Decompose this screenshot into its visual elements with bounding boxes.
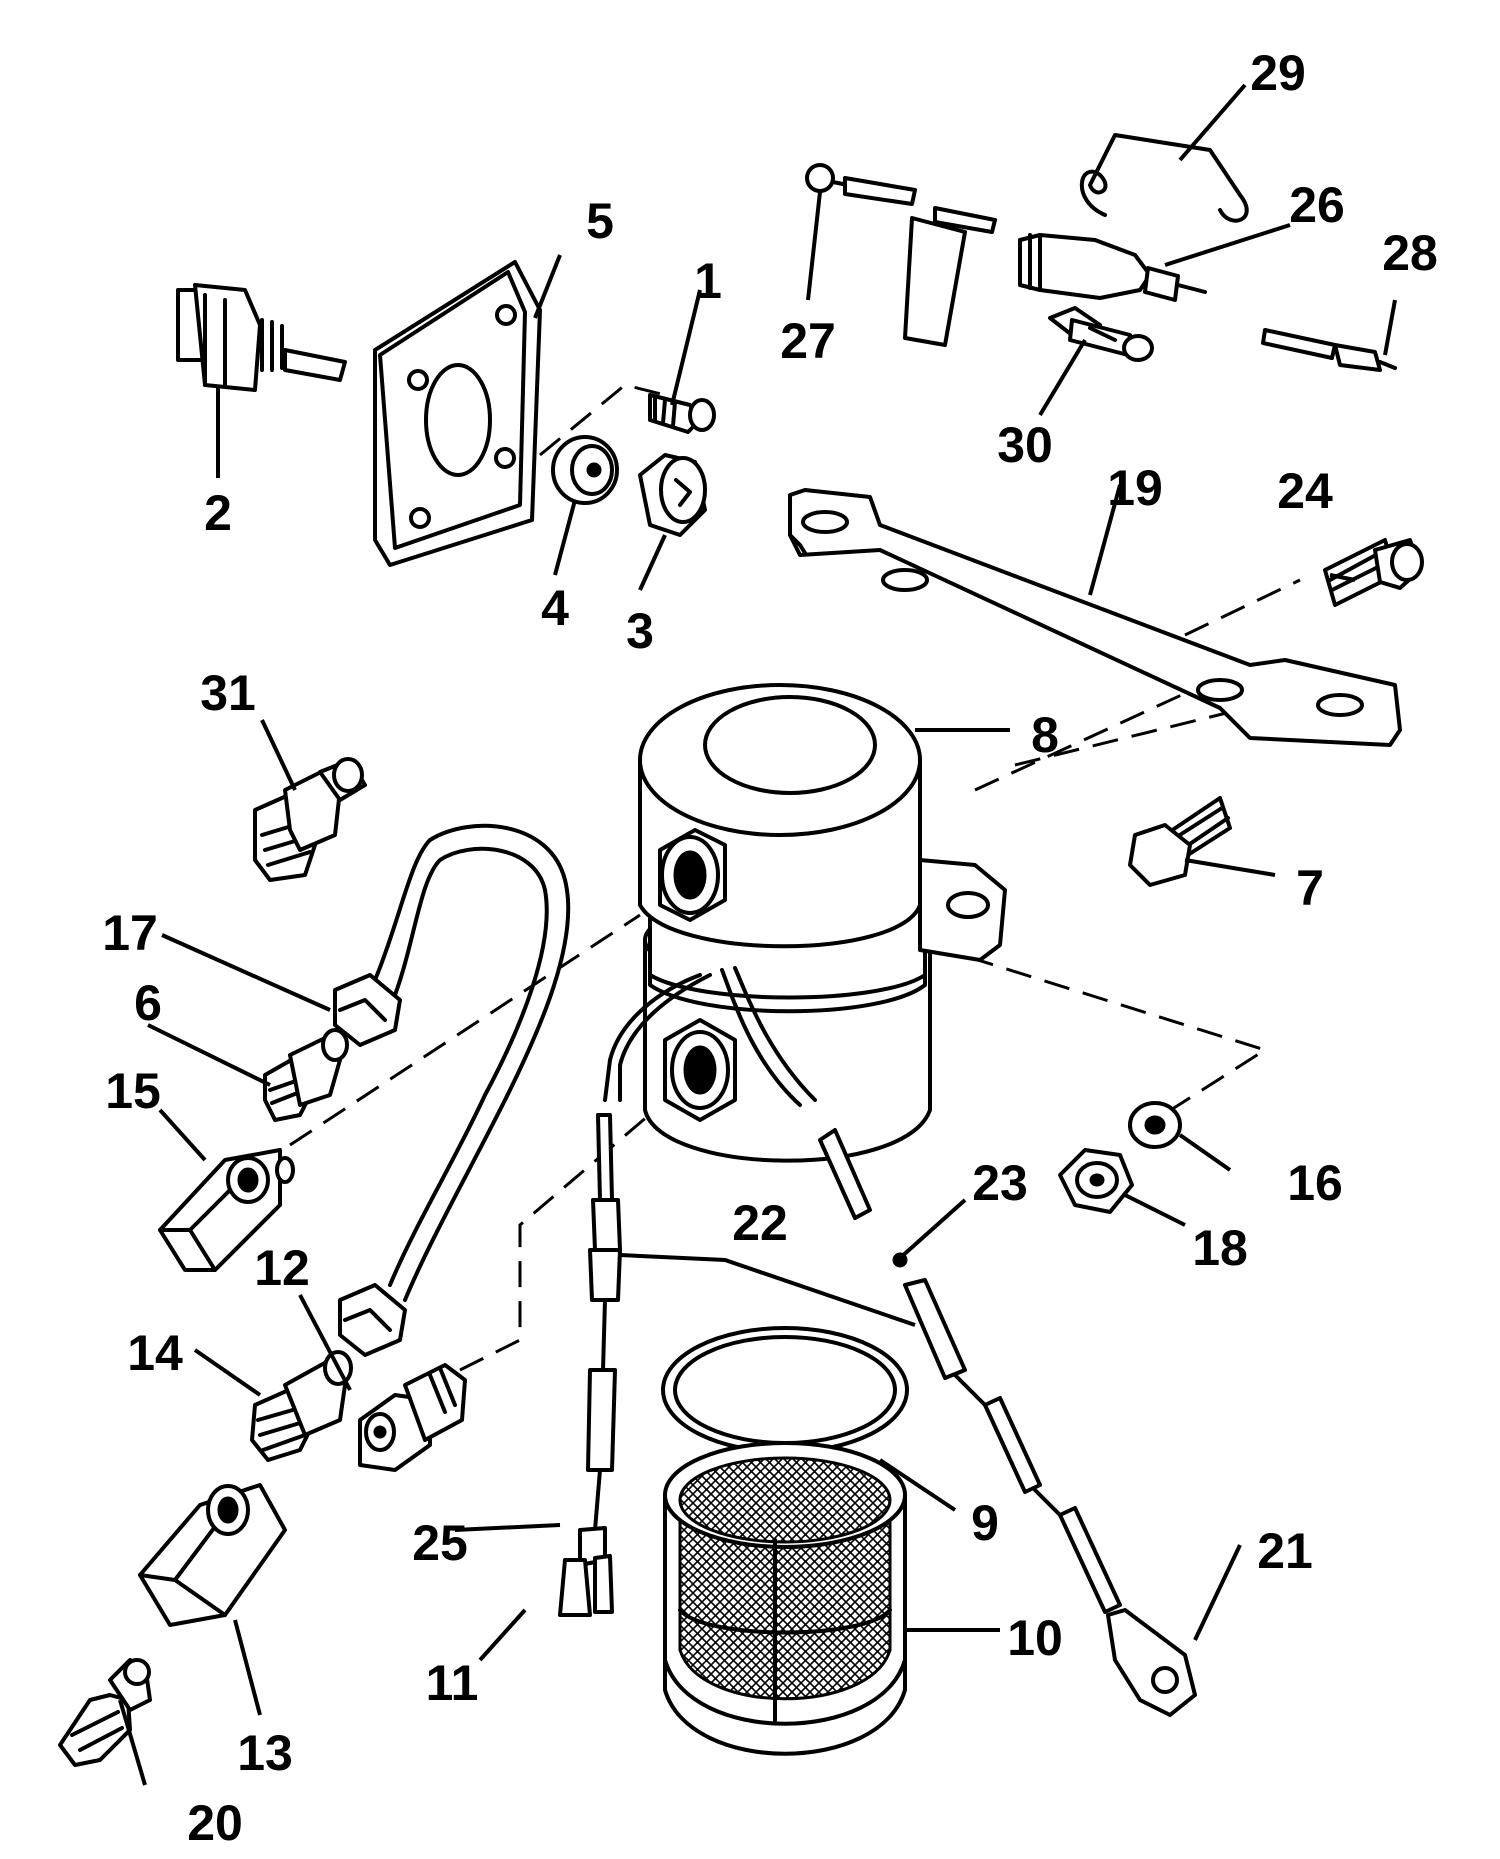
callout-28: 28 (1382, 225, 1438, 281)
fitting-6 (263, 1028, 349, 1122)
callout-17: 17 (102, 905, 158, 961)
part-callouts: 1 2 3 4 5 6 7 8 9 10 11 12 13 14 15 16 1… (102, 45, 1438, 1851)
callout-6: 6 (134, 975, 162, 1031)
screw (648, 393, 716, 434)
wire-connector-left (558, 1113, 622, 1617)
callout-19: 19 (1107, 460, 1163, 516)
callout-21: 21 (1257, 1523, 1313, 1579)
callout-27: 27 (780, 313, 836, 369)
mounting-bracket (788, 488, 1402, 747)
callout-1: 1 (694, 253, 722, 309)
wire-connector-right (818, 1128, 1197, 1717)
washer-16 (1128, 1101, 1182, 1149)
fuse-holder (903, 206, 1207, 347)
callout-23: 23 (972, 1155, 1028, 1211)
fitting-block-15 (158, 1148, 295, 1272)
callout-10: 10 (1007, 1610, 1063, 1666)
callout-2: 2 (204, 485, 232, 541)
bolt-lower (1128, 796, 1232, 887)
callout-20: 20 (187, 1795, 243, 1851)
fitting-block-13 (138, 1483, 287, 1627)
callout-31: 31 (200, 665, 256, 721)
wire-ring-terminal (805, 163, 917, 206)
bolt-upper (1323, 538, 1424, 607)
callout-9: 9 (971, 1495, 999, 1551)
callout-24: 24 (1277, 463, 1333, 519)
callout-29: 29 (1250, 45, 1306, 101)
callout-25: 25 (412, 1515, 468, 1571)
callout-22: 22 (732, 1195, 788, 1251)
toggle-switch (176, 283, 347, 392)
fitting-14 (250, 1350, 353, 1462)
hose-barb (58, 1658, 152, 1767)
callout-7: 7 (1296, 860, 1324, 916)
callout-26: 26 (1289, 177, 1345, 233)
callout-3: 3 (626, 603, 654, 659)
nut-18 (1058, 1148, 1134, 1214)
knob-cap (638, 453, 707, 537)
callout-4: 4 (541, 580, 569, 636)
fitting-31 (253, 757, 367, 882)
callout-15: 15 (105, 1063, 161, 1119)
callout-16: 16 (1287, 1155, 1343, 1211)
filter-screen (663, 1441, 907, 1756)
bushing-nut (551, 435, 619, 505)
wire-spade-terminal (1261, 328, 1397, 372)
callout-11: 11 (426, 1655, 479, 1711)
leader-lines (118, 83, 1397, 1786)
callout-18: 18 (1192, 1220, 1248, 1276)
callout-8: 8 (1031, 707, 1059, 763)
fuel-pump-body (603, 683, 1007, 1163)
fuse (1048, 306, 1154, 362)
o-ring (661, 1326, 909, 1454)
spring-clip (1079, 133, 1249, 223)
callout-14: 14 (127, 1325, 183, 1381)
callout-12: 12 (254, 1240, 310, 1296)
callout-5: 5 (586, 193, 614, 249)
fuel-line (333, 823, 571, 1357)
mounting-plate (373, 260, 542, 567)
fitting-12 (358, 1363, 467, 1472)
callout-13: 13 (237, 1725, 293, 1781)
callout-30: 30 (997, 417, 1053, 473)
